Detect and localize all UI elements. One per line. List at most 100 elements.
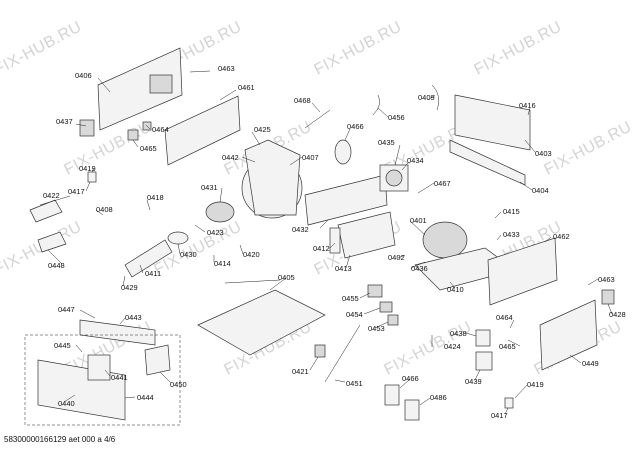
part-0450-bracket [144,344,171,376]
part-0468-rod [304,109,331,129]
part-0417-foot [504,397,514,409]
part-0462-side-panel [487,237,558,306]
part-0422-bracket [29,199,63,223]
part-label: 0422 [43,191,60,200]
part-label: 0462 [553,232,570,241]
part-label: 0450 [170,380,187,389]
part-label: 0406 [75,71,92,80]
part-0449-control-board [539,299,598,371]
part-label: 0486 [430,393,447,402]
part-0425-shroud [244,139,301,216]
part-label: 0435 [378,138,395,147]
part-label: 0414 [214,259,231,268]
part-0432-evaporator [304,174,388,226]
part-label: 0466 [347,122,364,131]
part-label: 0455 [342,294,359,303]
part-label: 0410 [447,285,464,294]
part-label: 0418 [147,193,164,202]
part-label: 0436 [411,264,428,273]
part-0420-strip [224,279,281,284]
part-label: 0439 [465,377,482,386]
part-0428-block [601,289,615,305]
part-label: 0419 [79,164,96,173]
part-labels: 0406 0463 0461 0437 0464 0465 0468 0466 … [43,64,626,420]
part-0411-duct [124,239,173,278]
part-label: 0437 [56,117,73,126]
part-0455-relay [367,284,383,298]
part-0461-cover [164,95,241,166]
part-0451-cable [324,324,361,383]
part-label: 0456 [388,113,405,122]
part-label: 0467 [434,179,451,188]
part-label: 0417 [491,411,508,420]
part-label: 0423 [207,228,224,237]
part-label: 0424 [444,342,461,351]
part-0448-bracket [37,231,67,253]
part-0443-rail [79,319,156,346]
part-label: 0451 [346,379,363,388]
part-0453-relay [387,314,399,326]
part-0454-relay [379,301,393,313]
part-label: 0438 [450,329,467,338]
part-label: 0425 [254,125,271,134]
part-label: 0461 [238,83,255,92]
part-0421-sensor [314,344,326,358]
leader-lines [39,70,613,415]
part-label: 0429 [121,283,138,292]
part-label: 0463 [598,275,615,284]
part-label: 0433 [503,230,520,239]
part-label: 0421 [292,367,309,376]
part-0444-grille [37,359,126,421]
part-label: 0416 [519,101,536,110]
part-0412-frame [329,227,341,254]
part-label: 0413 [335,264,352,273]
part-0413-tray [337,211,396,259]
part-label: 0448 [48,261,65,270]
part-label: 0408 [96,205,113,214]
part-label: 0403 [535,149,552,158]
part-label: 0466 [402,374,419,383]
part-0437-module [79,119,95,137]
part-label: 0411 [145,269,161,278]
part-0486-capacitor [404,399,420,421]
part-0466-capacitor [384,384,400,406]
part-0404-rail [449,139,526,186]
part-label: 0401 [410,216,427,225]
part-label: 0453 [368,324,385,333]
part-label: 0454 [346,310,363,319]
part-label: 0434 [407,156,424,165]
part-label: 0407 [302,153,319,162]
part-label: 0441 [111,373,128,382]
part-0401-compressor [422,221,468,259]
part-0438-block [475,329,491,347]
part-label: 0444 [137,393,154,402]
part-label: 0430 [180,250,197,259]
part-group-frame [24,334,181,426]
part-0406-module [149,74,173,94]
part-label: 0431 [201,183,218,192]
part-label: 0404 [532,186,549,195]
part-label: 0402 [388,253,405,262]
part-0430-tube [167,231,189,245]
part-0466-cylinder [334,139,352,165]
part-0409-cable [431,84,439,111]
part-0406-panel [97,47,183,131]
part-label: 0409 [418,93,435,102]
part-label: 0420 [243,250,260,259]
part-label: 0447 [58,305,75,314]
part-label: 0443 [125,313,142,322]
part-0419-foot [87,171,97,183]
part-label: 0442 [222,153,239,162]
part-label: 0465 [140,144,157,153]
part-label: 0449 [582,359,599,368]
part-0431-motor [205,201,235,223]
part-0439-block [475,351,493,371]
diagram-reference: 58300000166129 aet 000 a 4/6 [4,435,116,444]
part-0405-drip-tray [197,289,326,356]
part-0434-fan-blade [385,169,403,187]
part-label: 0432 [292,225,309,234]
part-label: 0417 [68,187,85,196]
part-label: 0415 [503,207,520,216]
part-label: 0445 [54,341,71,350]
